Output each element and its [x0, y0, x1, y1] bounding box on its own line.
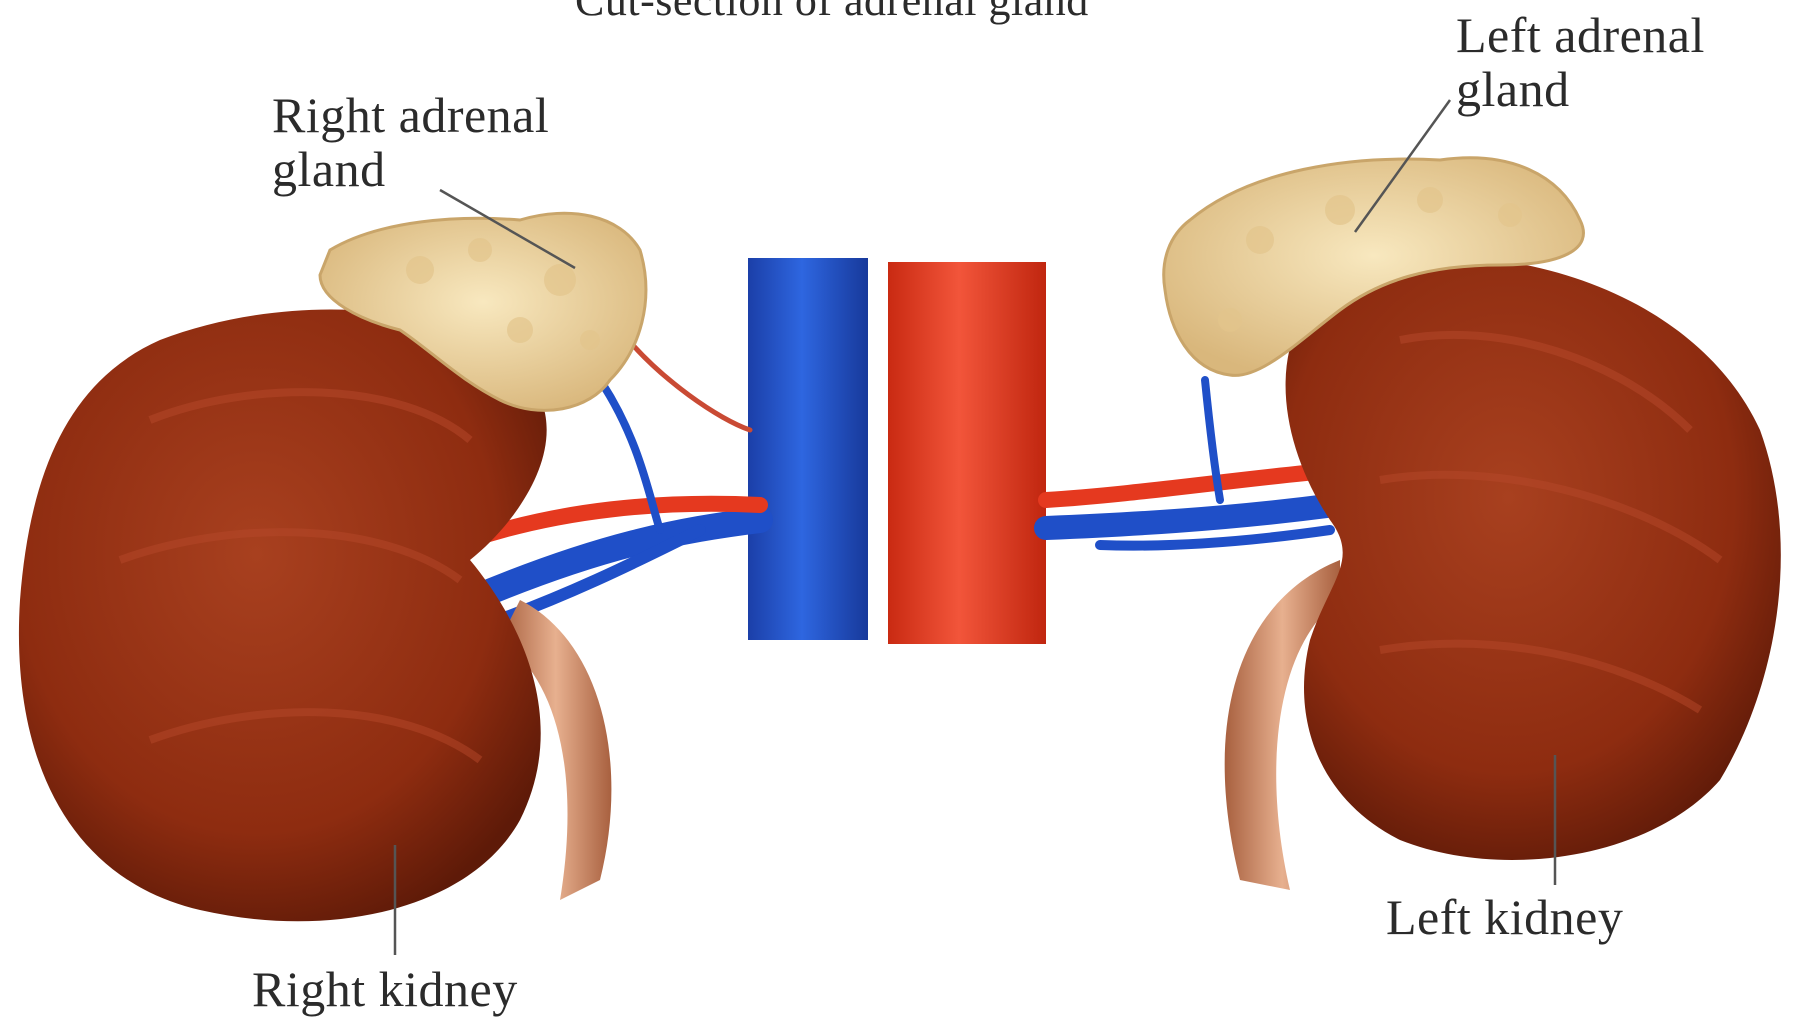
right-kidney — [19, 309, 547, 921]
figure-title: Cut-section of adrenal gland — [575, 0, 1089, 28]
vena-cava — [748, 258, 868, 640]
right-kidney-label: Right kidney — [252, 962, 518, 1016]
right-adrenal-gland-label: Right adrenal gland — [272, 88, 549, 196]
left-kidney — [1286, 256, 1781, 860]
left-adrenal-label-line1: Left adrenal — [1456, 8, 1705, 62]
right-adrenal-label-line2: gland — [272, 142, 549, 196]
aorta — [888, 262, 1046, 644]
left-kidney-label: Left kidney — [1386, 890, 1623, 944]
left-adrenal-gland-label: Left adrenal gland — [1456, 8, 1705, 116]
right-adrenal-label-line1: Right adrenal — [272, 88, 549, 142]
left-adrenal-label-line2: gland — [1456, 62, 1705, 116]
